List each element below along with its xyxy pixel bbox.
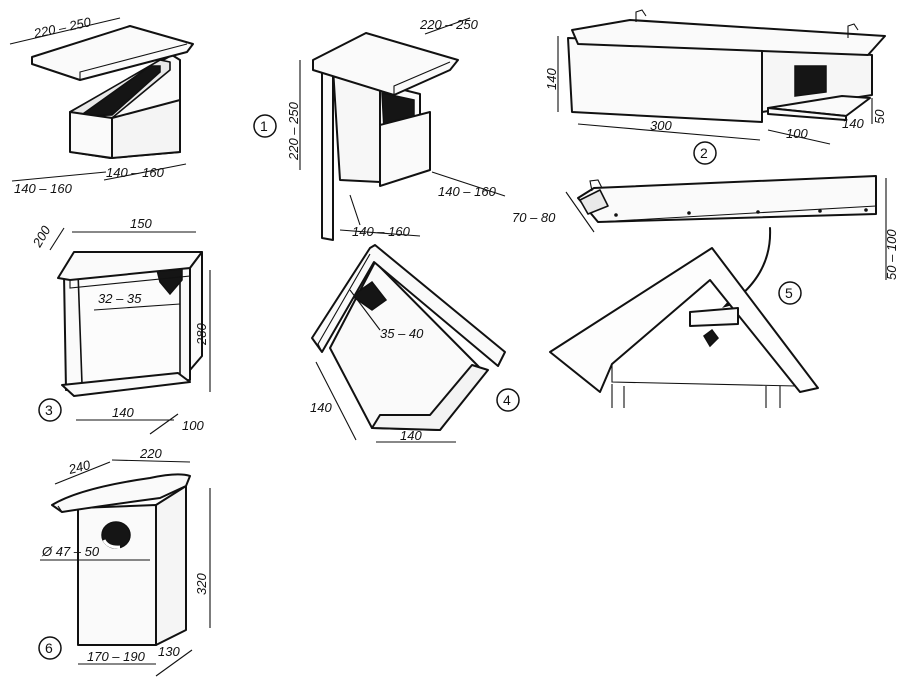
figure-2: 140 300 100 140 50 2	[544, 9, 887, 165]
dim-fig1-post: 140 – 160	[352, 224, 411, 239]
figure-5-marker	[778, 281, 802, 305]
dim-fig2-slot: 50	[872, 109, 887, 124]
dim-fig4-side: 140	[310, 400, 332, 415]
dim-top-left-width: 140 – 160	[106, 165, 165, 180]
dim-fig2-depth: 140	[842, 116, 864, 131]
figure-6-label: 6	[45, 640, 53, 656]
dim-fig6-depth: 130	[158, 644, 180, 659]
dim-top-left-depth: 140 – 160	[14, 181, 73, 196]
figure-1-marker	[253, 114, 277, 138]
figure-6: 240 220 Ø 47 – 50 320 170 – 190 130 6	[38, 446, 211, 677]
figure-6-marker	[38, 636, 62, 660]
figure-2-label: 2	[700, 145, 708, 161]
dim-fig6-width: 170 – 190	[87, 649, 146, 664]
dim-fig6-hole: Ø 47 – 50	[41, 544, 100, 559]
dim-fig1-roof: 220 – 250	[419, 17, 479, 32]
figure-1-label: 1	[260, 118, 268, 134]
dim-fig1-side: 140 – 160	[438, 184, 497, 199]
figure-3-marker	[38, 398, 62, 422]
figure-3: 150 200 32 – 35 280 140 100 3	[29, 216, 211, 435]
dim-fig3-depth: 200	[29, 223, 54, 251]
figure-3-label: 3	[45, 402, 53, 418]
dim-fig2-height: 140	[544, 68, 559, 90]
figure-5: 70 – 80 50 – 100 5	[512, 175, 899, 408]
figure-1: 220 – 250 220 – 250 140 – 160 140 – 160 …	[253, 17, 506, 241]
dim-fig3-floor: 140	[112, 405, 134, 420]
dim-fig6-roof-width: 220	[139, 446, 162, 461]
dim-fig4-hole: 35 – 40	[380, 326, 424, 341]
dim-fig3-width: 150	[130, 216, 152, 231]
dim-fig2-entrance: 100	[786, 126, 808, 141]
dim-fig3-floor-depth: 100	[182, 418, 204, 433]
dim-fig3-hole: 32 – 35	[98, 291, 142, 306]
figure-2-marker	[693, 141, 717, 165]
dim-fig6-height: 320	[194, 573, 209, 595]
dim-fig1-height: 220 – 250	[286, 101, 301, 161]
dim-fig6-roof-length: 240	[66, 457, 92, 477]
dim-fig2-length: 300	[650, 118, 672, 133]
dim-fig5-bar-depth: 70 – 80	[512, 210, 556, 225]
figure-4: 35 – 40 140 140 4	[310, 244, 520, 443]
figure-5-label: 5	[785, 285, 793, 301]
figure-4-label: 4	[503, 392, 511, 408]
figure-top-left: 220 – 250 140 – 160 140 – 160	[9, 14, 194, 196]
dim-fig3-height: 280	[194, 323, 209, 346]
dim-top-left-roof: 220 – 250	[32, 14, 93, 41]
dim-fig4-base: 140	[400, 428, 422, 443]
dim-fig5-bar-height: 50 – 100	[884, 229, 899, 280]
figure-4-marker	[496, 388, 520, 412]
